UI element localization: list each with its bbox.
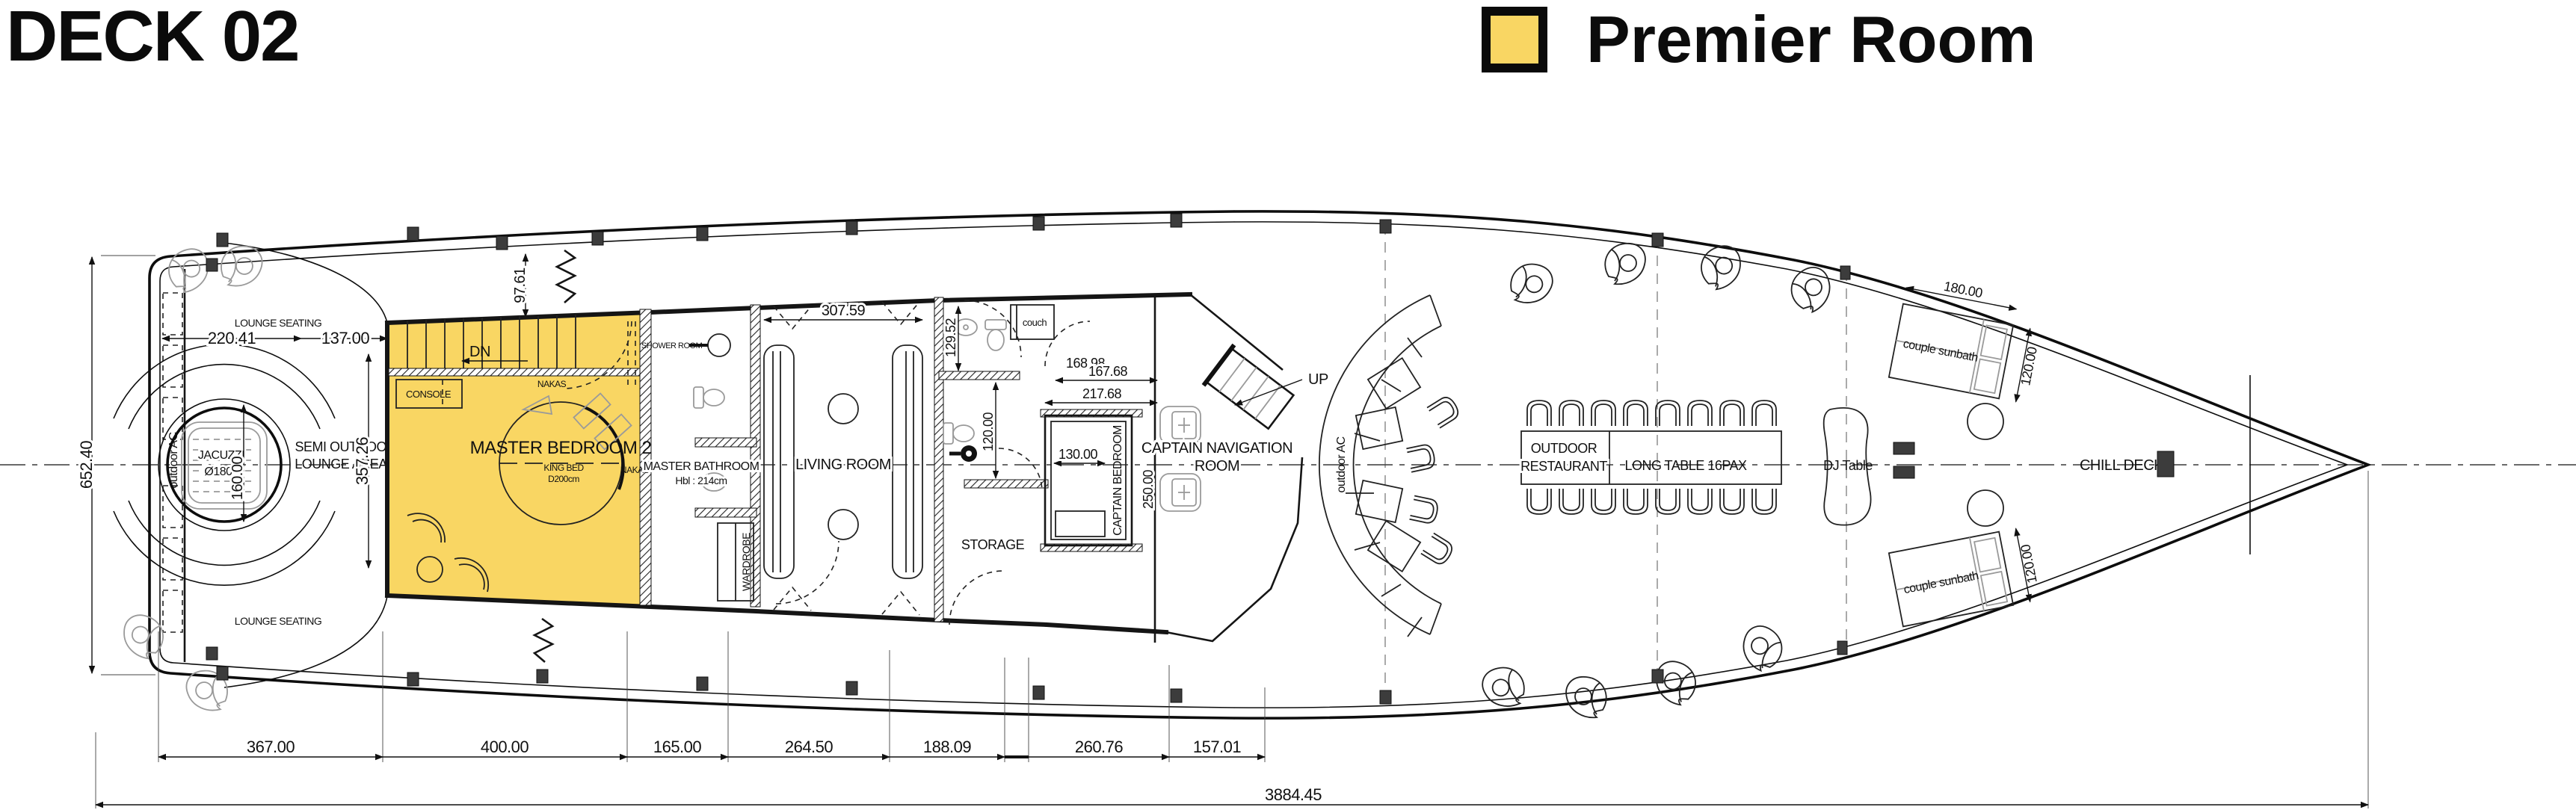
dim-bath-a: 129.52: [943, 318, 958, 357]
dim-sunbath-length: 180.00: [1943, 279, 1984, 301]
chill-deck-label: CHILL DECK: [2080, 457, 2164, 474]
premier-room-highlight: [387, 311, 649, 605]
dim-jacuzzi-width: 160.00: [229, 457, 246, 501]
master-bathroom: SHOWER ROOM MASTER BATHROOM Hbl : 214cm …: [641, 304, 839, 608]
king-bed: [499, 392, 632, 525]
couch-label: couch: [1023, 317, 1047, 328]
dim-chain-6: 260.76: [1075, 738, 1124, 756]
station-lines: [1384, 224, 1847, 702]
dim-overall-length: 3884.45: [1265, 785, 1322, 804]
king-bed-size-label: D200cm: [548, 474, 579, 484]
master-bathroom-label: MASTER BATHROOM: [644, 460, 759, 473]
nakas-b-label: NAKAS: [620, 465, 650, 475]
couple-sunbath-top-label: couple sunbath: [1902, 338, 1979, 365]
chill-deck: DJ Table CHILL DECK: [1822, 407, 2175, 526]
dim-chain-7: 157.01: [1193, 738, 1242, 756]
overall-dimension: 3884.45: [94, 471, 2370, 809]
lounge-seating-top-label: LOUNGE SEATING: [235, 317, 321, 329]
dim-stern-lounge: 220.41: [208, 329, 256, 347]
dim-bath-d: 167.68: [1088, 364, 1128, 379]
dim-sunbath-width-bottom: 120.00: [2018, 543, 2040, 584]
legend-label: Premier Room: [1586, 2, 2036, 76]
dim-walkway: 97.61: [512, 268, 529, 303]
stairs-up: UP: [1201, 343, 1328, 430]
stairs-down: DN: [388, 315, 648, 377]
stairs-down-label: DN: [469, 344, 490, 360]
legend: Premier Room: [1482, 1, 2036, 78]
king-bed-label: KING BED: [543, 463, 584, 473]
stern-dimensions: 652.40 220.41 137.00 357.26 97.61: [75, 249, 577, 675]
dim-bath-c: 217.68: [1082, 386, 1122, 401]
wardrobe-label: WARDROBE: [740, 533, 752, 591]
dim-chain-1: 367.00: [247, 738, 295, 756]
lounge-seating-bottom-label: LOUNGE SEATING: [235, 615, 321, 627]
master-bathroom-height-label: Hbl : 214cm: [675, 474, 727, 486]
dj-table-label: DJ Table: [1823, 458, 1873, 473]
dim-bath-e: 120.00: [981, 412, 996, 451]
semi-outdoor-label-1: SEMI OUTDOOR: [295, 439, 396, 454]
console-label: CONSOLE: [406, 389, 452, 400]
captain-navigation-room: CAPTAIN NAVIGATION ROOM 250.00 UP: [1044, 297, 1328, 643]
bottom-dimension-chain: 367.00 400.00 165.00 264.50 188.09 260.7…: [157, 631, 1266, 762]
living-room-label: LIVING ROOM: [795, 457, 891, 473]
deck-markers: [206, 213, 1851, 705]
dim-premier-depth: 357.26: [353, 437, 372, 486]
outdoor-restaurant-label-1: OUTDOOR: [1531, 441, 1597, 456]
dim-chain-4: 264.50: [785, 738, 833, 756]
deck-loungers: [1477, 241, 1840, 719]
outdoor-restaurant: outdoor AC OUTDOOR RESTAURANT LONG TABLE…: [1318, 241, 1840, 719]
captain-bedroom: 130.00 CAPTAIN BEDROOM: [1040, 409, 1143, 552]
captain-navigation-label-2: ROOM: [1195, 458, 1239, 474]
dim-chain-2: 400.00: [481, 738, 529, 756]
dim-chain-3: 165.00: [653, 738, 702, 756]
captain-navigation-label-1: CAPTAIN NAVIGATION: [1141, 440, 1292, 457]
dim-bath-b: 168.98: [1066, 356, 1106, 371]
long-table-label: LONG TABLE 16PAX: [1624, 458, 1747, 473]
nakas-a-label: NAKAS: [537, 379, 567, 389]
living-room: LIVING ROOM 307.59: [762, 300, 924, 616]
couple-sunbath-top: couple sunbath 180.00 120.00: [1888, 279, 2040, 440]
couple-sunbath-bottom: couple sunbath 120.00: [1888, 489, 2040, 628]
dining-chairs: [1526, 400, 1777, 515]
premier-armchairs: [407, 513, 490, 593]
couple-sunbath-bottom-label: couple sunbath: [1902, 569, 1979, 596]
dim-living-width: 307.59: [822, 303, 866, 319]
hull-outline: [148, 210, 2373, 720]
storage-label: STORAGE: [961, 537, 1025, 552]
cabin-block: DN CONSOLE: [384, 291, 1328, 643]
semi-outdoor-label-2: LOUNGE AREA: [295, 457, 387, 472]
dim-sunbath-width-top: 120.00: [2018, 345, 2040, 386]
shower-room-label: SHOWER ROOM: [641, 341, 703, 350]
dim-chain-5: 188.09: [923, 738, 972, 756]
stern-ac-strip: outdoor AC: [162, 269, 186, 662]
jacuzzi-lounge-area: JACUZZI Ø180 160.00 SEMI OUTDOOR LOUNGE …: [113, 317, 396, 627]
dim-beam: 652.40: [77, 441, 96, 489]
jacuzzi-label: JACUZZI: [198, 449, 244, 462]
outdoor-restaurant-label-2: RESTAURANT: [1520, 459, 1607, 474]
captain-bedroom-label: CAPTAIN BEDROOM: [1112, 425, 1124, 536]
guest-bathrooms: 129.52 120.00 STORAGE couch: [934, 297, 1055, 625]
dim-stern-gap: 137.00: [321, 329, 370, 347]
outdoor-ac-mid-label: outdoor AC: [1335, 436, 1348, 492]
premier-room-swatch-icon: [1482, 7, 1547, 72]
dim-nav-depth: 250.00: [1141, 469, 1156, 509]
page-title: DECK 02: [6, 0, 300, 76]
dim-captain-bed: 130.00: [1059, 447, 1098, 462]
jacuzzi-diameter-label: Ø180: [204, 466, 232, 478]
stairs-up-label: UP: [1308, 371, 1328, 388]
master-bedroom-label: MASTER BEDROOM 2: [470, 438, 652, 458]
